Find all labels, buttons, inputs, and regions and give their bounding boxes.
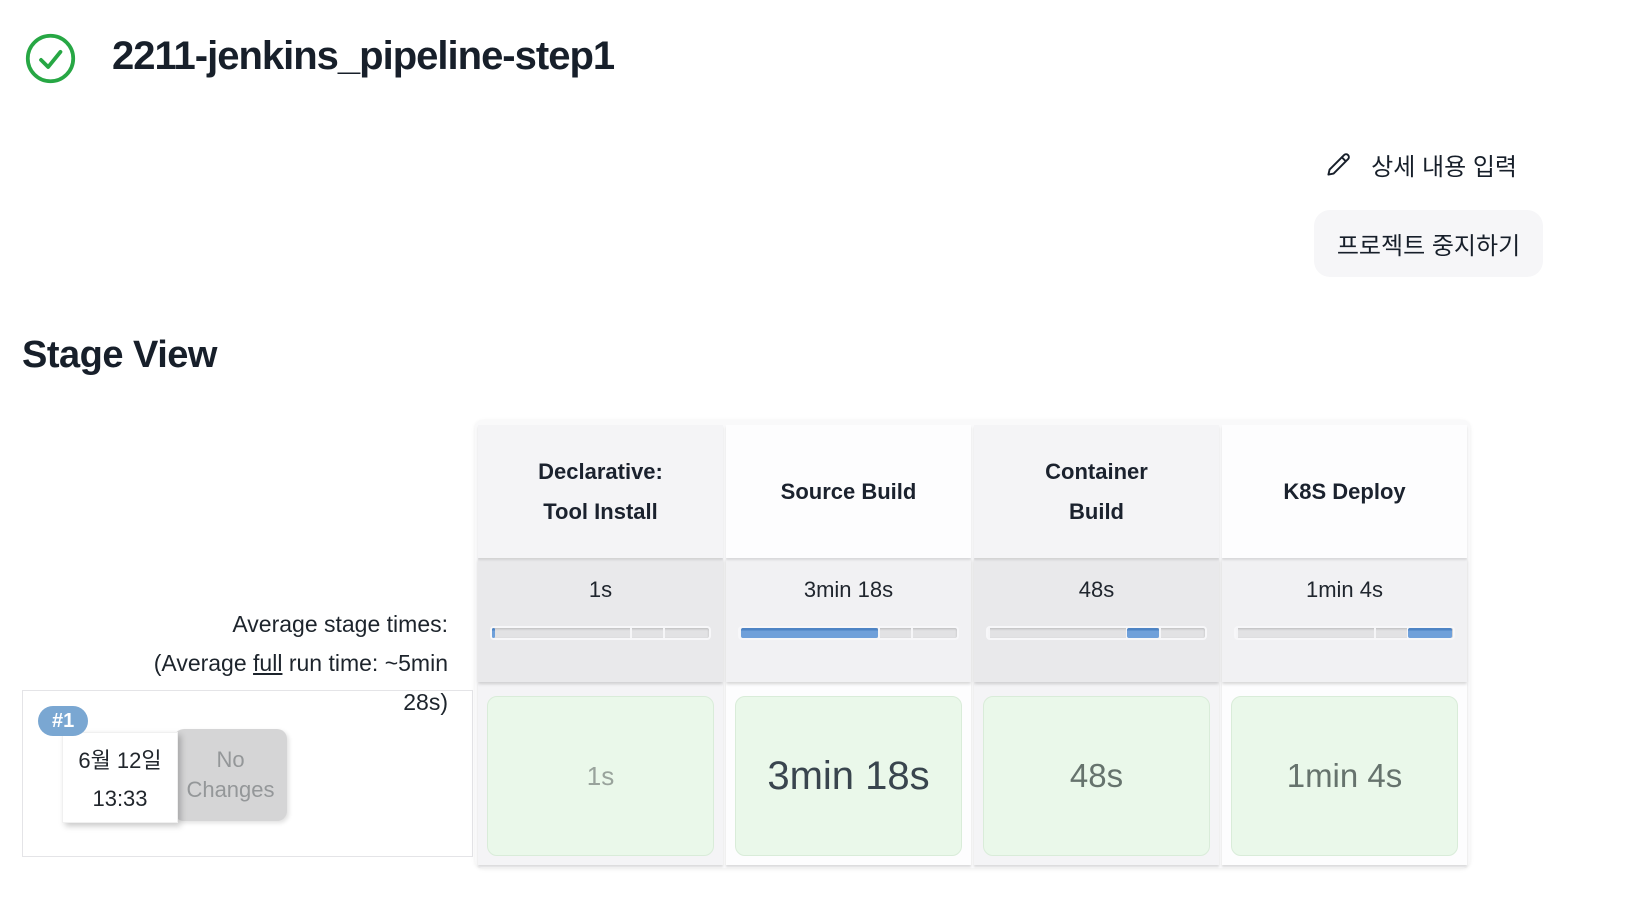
edit-details-action[interactable]: 상세 내용 입력 — [1323, 147, 1517, 182]
stage-average-cell: 3min 18s — [726, 558, 971, 682]
stage-average-time: 1s — [588, 577, 613, 602]
stage-build-cell-wrap: 1s — [478, 682, 723, 865]
stage-view-table: Declarative: Tool Install 1s 1s Source B… — [475, 420, 1470, 868]
stage-duration-cell[interactable]: 48s — [983, 696, 1210, 856]
stage-header-cell: Declarative: Tool Install — [478, 425, 723, 558]
stage-header-cell: Source Build — [726, 425, 971, 558]
stage-name: K8S Deploy — [1283, 478, 1406, 504]
stage-view-heading: Stage View — [22, 334, 217, 376]
stage-duration: 3min 18s — [767, 753, 930, 798]
stage-duration-cell[interactable]: 3min 18s — [735, 696, 962, 856]
stage-average-time: 1min 4s — [1305, 577, 1384, 602]
avg-label-line1: Average stage times: — [232, 611, 448, 637]
stage-average-time: 3min 18s — [803, 577, 894, 602]
stage-header-cell: Container Build — [974, 425, 1219, 558]
pencil-icon — [1327, 153, 1350, 176]
stage-average-cell: 48s — [974, 558, 1219, 682]
stage-name: Source Build — [780, 478, 917, 504]
stage-duration: 1s — [586, 760, 615, 791]
stage-build-cell-wrap: 1min 4s — [1222, 682, 1467, 865]
avg-label-line3: 28s) — [403, 689, 448, 715]
stage-name: Declarative: Tool Install — [538, 458, 663, 524]
stop-project-button[interactable]: 프로젝트 중지하기 — [1314, 210, 1543, 277]
avg-label-line2-pre: (Average — [153, 650, 254, 676]
stage-column-declarative-tool-install: Declarative: Tool Install 1s 1s — [478, 425, 723, 865]
average-stage-times-label: Average stage times: (Average full run t… — [22, 605, 448, 722]
stage-build-cell-wrap: 3min 18s — [726, 682, 971, 865]
stage-average-time: 48s — [1078, 577, 1115, 602]
stage-name: Container Build — [1045, 458, 1148, 524]
page-title: 2211-jenkins_pipeline-step1 — [112, 34, 615, 78]
stage-header-cell: K8S Deploy — [1222, 425, 1467, 558]
stage-duration: 1min 4s — [1286, 757, 1403, 794]
stage-column-container-build: Container Build 48s 48s — [974, 425, 1219, 865]
stage-average-cell: 1s — [478, 558, 723, 682]
build-number-badge[interactable]: #1 — [38, 706, 89, 736]
stage-time-distribution-bar — [1234, 626, 1455, 640]
build-datetime-card[interactable]: 6월 12일 13:33 — [62, 732, 178, 823]
stage-duration-cell[interactable]: 1s — [487, 696, 714, 856]
stage-time-distribution-bar — [490, 626, 711, 640]
stage-time-distribution-bar — [738, 626, 959, 640]
edit-details-label: 상세 내용 입력 — [1371, 154, 1517, 181]
stage-duration-cell[interactable]: 1min 4s — [1231, 696, 1458, 856]
avg-label-full-word: full — [253, 650, 283, 676]
no-changes-badge: No Changes — [174, 729, 287, 821]
stage-build-cell-wrap: 48s — [974, 682, 1219, 865]
stage-duration: 48s — [1069, 757, 1124, 794]
build-date: 6월 12일 — [78, 748, 162, 774]
build-success-check-circle-icon — [25, 33, 76, 84]
avg-label-line2-post: run time: ~5min — [282, 650, 448, 676]
stage-time-distribution-bar — [986, 626, 1207, 640]
stage-column-source-build: Source Build 3min 18s 3min 18s — [726, 425, 971, 865]
stage-average-cell: 1min 4s — [1222, 558, 1467, 682]
build-time: 13:33 — [92, 785, 148, 811]
stage-column-k8s-deploy: K8S Deploy 1min 4s 1min 4s — [1222, 425, 1467, 865]
